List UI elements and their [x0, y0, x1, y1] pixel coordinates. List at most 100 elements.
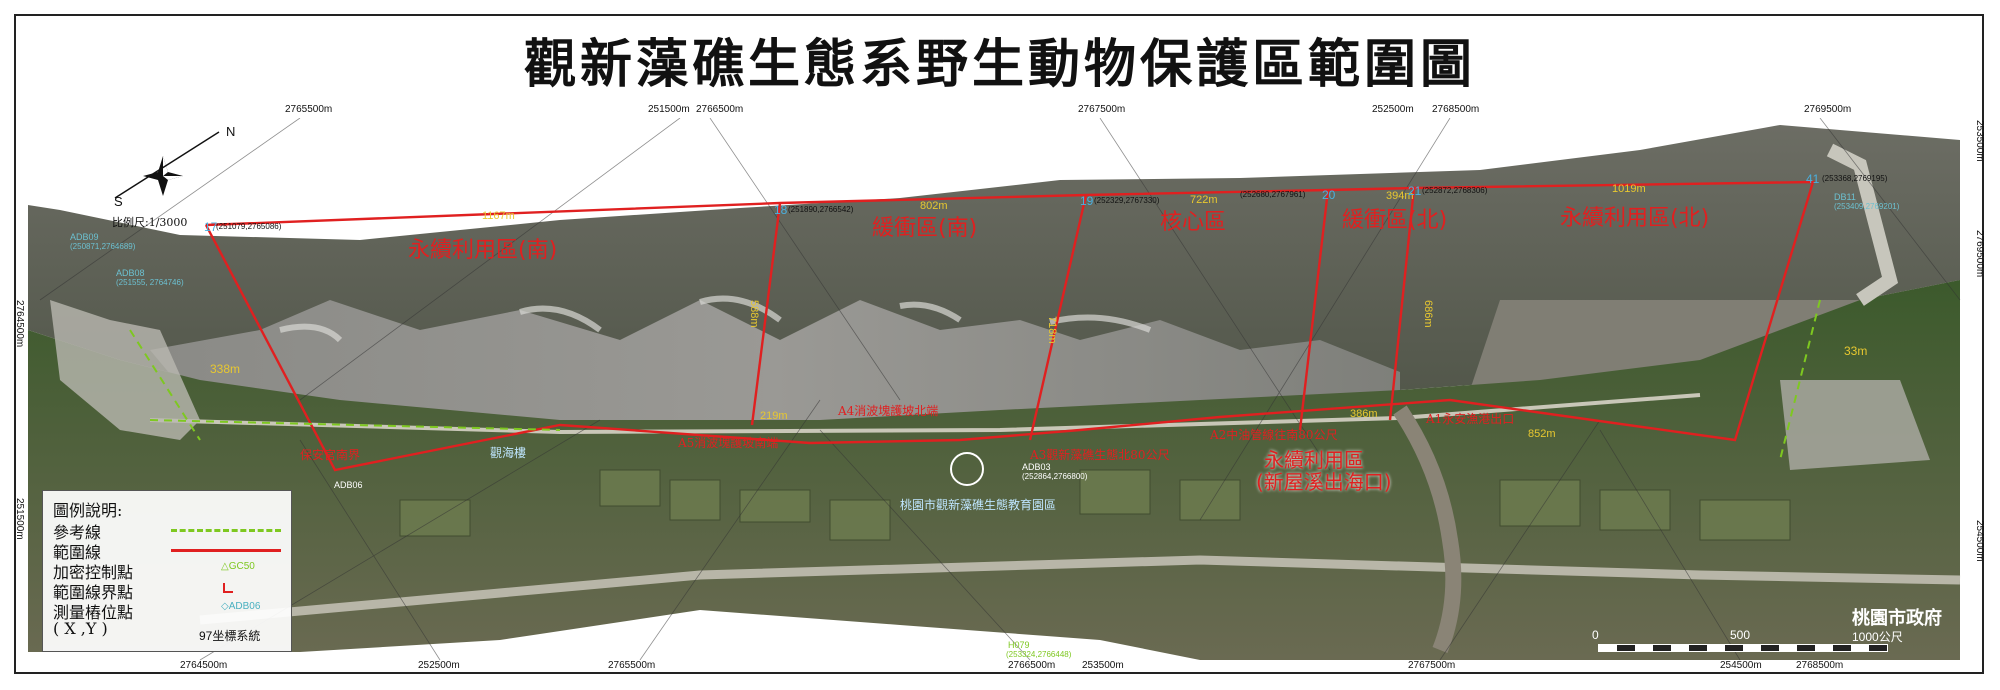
- distance-label: 718m: [1046, 316, 1058, 344]
- shore-annotation: A4消波塊護坡北端: [838, 404, 939, 418]
- sea-area: [28, 118, 1960, 240]
- farm-fields: [399, 469, 1791, 541]
- river: [1393, 405, 1462, 653]
- legend-item-survey-point: 測量樁位點: [53, 603, 134, 622]
- top-tick: 251500m: [648, 104, 690, 115]
- distance-label: 722m: [1190, 194, 1218, 206]
- legend-dash-icon: [171, 529, 281, 532]
- top-tick: 2768500m: [1432, 104, 1480, 115]
- legend-item-reference-line: 參考線: [53, 523, 102, 542]
- bottom-tick: 2764500m: [180, 660, 228, 671]
- harbor-left: [50, 300, 200, 440]
- top-tick: 252500m: [1372, 104, 1414, 115]
- legend: 圖例說明: 參考線 範圍線 加密控制點 △GC50 範圍線界點 測量樁位點 ◇A…: [42, 490, 292, 652]
- top-tick: 2765500m: [285, 104, 333, 115]
- distance-label: 852m: [1528, 428, 1556, 440]
- top-tick: 2766500m: [696, 104, 744, 115]
- bottom-tick: 2768500m: [1796, 660, 1844, 671]
- zone-label-north-sustainable: 永續利用區(北): [1560, 206, 1710, 231]
- reef-zone: [150, 300, 1400, 436]
- shore-annotation: A1永安漁港出口: [1426, 412, 1515, 426]
- control-point-coord: (252864,2766800): [1022, 472, 1088, 481]
- distance-label: 394m: [1386, 190, 1414, 202]
- boundary-point-coord: (251079,2765086): [216, 222, 282, 231]
- control-point-name: ADB06: [334, 480, 363, 490]
- breakwater-right: [1826, 143, 1899, 306]
- landmark-label: 桃園市觀新藻礁生態教育園區: [900, 498, 1057, 512]
- map-title: 觀新藻礁生態系野生動物保護區範圍圖: [523, 34, 1476, 95]
- hm-point-label: H079: [1008, 640, 1030, 650]
- distance-label: 33m: [1844, 344, 1868, 358]
- boundary-point-num: 20: [1322, 188, 1336, 202]
- boundary-point-num: 17: [204, 220, 218, 234]
- zone-label-south-buffer: 緩衝區(南): [872, 216, 978, 241]
- coastal-road: [149, 393, 1701, 435]
- boundary-point-num: 19: [1080, 194, 1094, 208]
- zone-label-core: 核心區: [1160, 210, 1227, 235]
- legend-line-icon: [171, 549, 281, 552]
- legend-item-boundary-line: 範圍線: [53, 543, 102, 562]
- distance-label: 219m: [760, 410, 788, 422]
- hm-point-coord: (253324,2766448): [1006, 650, 1072, 659]
- distance-label: 1167m: [482, 210, 515, 222]
- compass-n-label: N: [226, 124, 236, 139]
- circle-icon: ◇ADB06: [221, 601, 261, 612]
- bottom-tick: 2766500m: [1008, 660, 1056, 671]
- zone-label-north-buffer: 緩衝區(北): [1342, 208, 1448, 233]
- zone-label-river-sustainable: 永續利用區: [1264, 448, 1364, 472]
- control-point-name: DB11: [1834, 192, 1856, 202]
- distance-label: 1019m: [1612, 183, 1646, 195]
- boundary-point-coord: (251890,2766542): [788, 205, 854, 214]
- control-point-name: ADB09: [70, 232, 99, 242]
- boundary-point-num: 18: [774, 203, 788, 217]
- zone-label-river-mouth: (新屋溪出海口): [1256, 470, 1392, 494]
- bottom-tick: 2765500m: [608, 660, 656, 671]
- boundary-point-coord: (252872,2768306): [1422, 186, 1488, 195]
- compass-rose: [114, 131, 220, 199]
- boundary-point-coord: (252680,2767961): [1240, 190, 1306, 199]
- shore-annotation: A2中油管線往南80公尺: [1210, 428, 1338, 442]
- compass-s-label: S: [114, 194, 123, 209]
- boundary-point-num: 21: [1408, 184, 1422, 198]
- legend-coord-system: 97坐標系統: [199, 629, 261, 643]
- distance-label: 588m: [748, 300, 760, 328]
- control-point-coord: (253409,2769201): [1834, 202, 1900, 211]
- distance-label: 686m: [1422, 300, 1434, 328]
- legend-title: 圖例說明:: [53, 501, 123, 520]
- right-tick: 253500m: [1974, 120, 1985, 162]
- shore-annotation: A3觀新藻礁生態北80公尺: [1030, 448, 1170, 462]
- education-center-icon: [950, 452, 984, 486]
- control-point-coord: (250871,2764689): [70, 242, 136, 251]
- bottom-tick: 253500m: [1082, 660, 1124, 671]
- zone-boundary: [204, 180, 1815, 472]
- right-tick: 2769500m: [1974, 230, 1985, 278]
- zone-label-south-sustainable: 永續利用區(南): [408, 238, 558, 263]
- left-tick: 251500m: [14, 498, 25, 540]
- top-tick: 2767500m: [1078, 104, 1126, 115]
- corner-icon: [223, 583, 233, 593]
- bottom-tick: 254500m: [1720, 660, 1762, 671]
- distance-label: 386m: [1350, 408, 1378, 420]
- scale-label: 500: [1730, 628, 1751, 642]
- scale-bar: [1598, 644, 1888, 652]
- legend-xy-label: ( X ,Y ): [53, 619, 108, 638]
- control-point-name: ADB03: [1022, 462, 1051, 472]
- shore-annotation: A5消波塊護坡南端: [678, 436, 779, 450]
- boundary-point-coord: (253368,2769195): [1822, 174, 1888, 183]
- highway: [199, 555, 1961, 625]
- map-scale-text: 比例尺:1/3000: [112, 216, 188, 229]
- reference-lines: [129, 299, 1821, 461]
- left-tick: 2764500m: [14, 300, 25, 348]
- aerial-map: [28, 118, 1961, 661]
- scale-label: 1000公尺: [1852, 630, 1903, 644]
- distance-label: 338m: [210, 362, 241, 376]
- boundary-point-coord: (252329,2767330): [1094, 196, 1160, 205]
- bottom-tick: 2767500m: [1408, 660, 1456, 671]
- control-point-coord: (251555, 2764746): [116, 278, 184, 287]
- legend-item-boundary-point: 範圍線界點: [53, 583, 134, 602]
- reef-highlights: [279, 295, 1152, 343]
- government-label: 桃園市政府: [1852, 608, 1942, 629]
- control-point-name: ADB08: [116, 268, 145, 278]
- triangle-icon: △GC50: [221, 561, 255, 572]
- legend-item-control-point: 加密控制點: [53, 563, 134, 582]
